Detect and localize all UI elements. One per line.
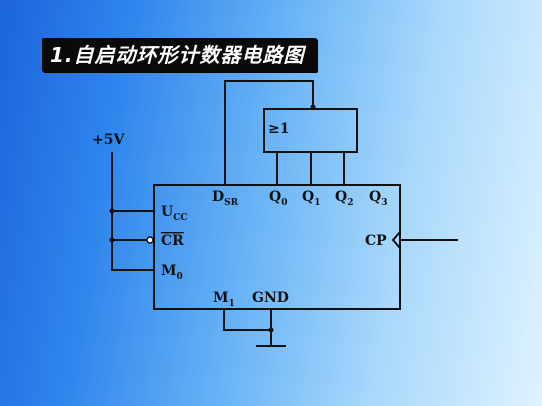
pin-q1: Q1 bbox=[302, 189, 320, 208]
pin-m0: M0 bbox=[161, 263, 183, 282]
supply-label: +5V bbox=[92, 132, 125, 148]
feedback-wire bbox=[224, 80, 314, 185]
ground-wire bbox=[223, 309, 271, 331]
slide-title: 1.自启动环形计数器电路图 bbox=[42, 38, 317, 72]
junction-dot bbox=[310, 104, 316, 110]
inversion-bubble bbox=[146, 236, 154, 244]
pin-cr: CR bbox=[161, 233, 184, 249]
pin-q0: Q0 bbox=[269, 189, 287, 208]
junction-dot bbox=[109, 237, 115, 243]
pin-m1: M1 bbox=[213, 290, 235, 309]
or-gate-label: ≥1 bbox=[268, 121, 289, 137]
pin-q2: Q2 bbox=[335, 189, 353, 208]
pin-cp: CP bbox=[365, 233, 387, 249]
supply-wire bbox=[111, 152, 154, 271]
clock-triangle bbox=[391, 231, 401, 249]
pin-ucc: UCC bbox=[161, 204, 188, 223]
junction-dot bbox=[268, 327, 274, 333]
junction-dot bbox=[109, 208, 115, 214]
pin-q3: Q3 bbox=[369, 189, 387, 208]
pin-dsr: DSR bbox=[212, 189, 239, 208]
pin-gnd: GND bbox=[252, 290, 289, 306]
